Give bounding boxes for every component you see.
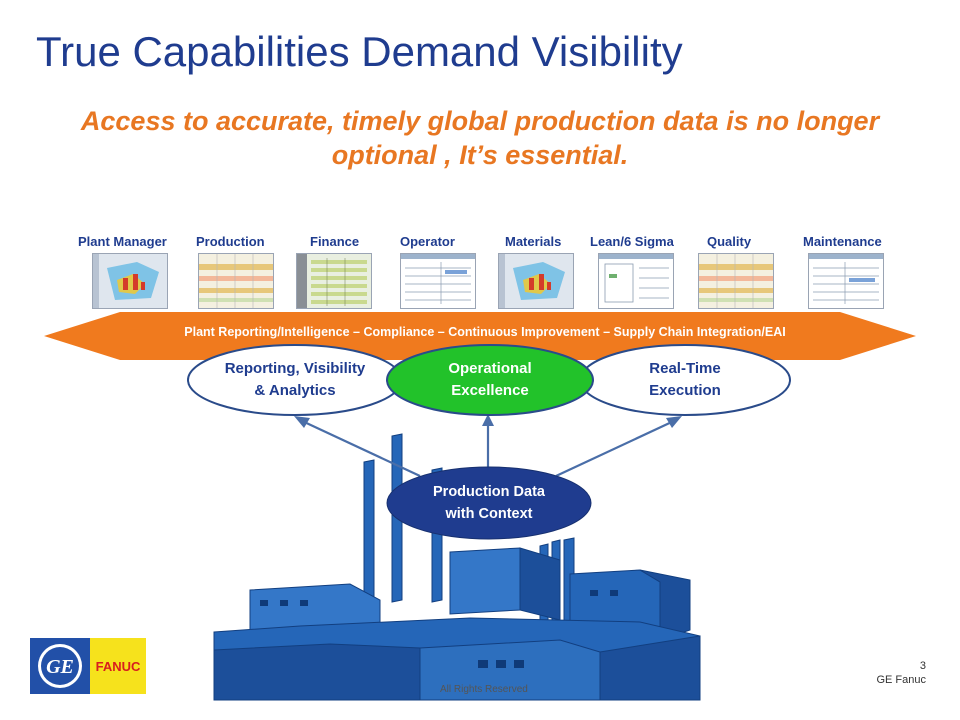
reporting-label-line-2: & Analytics [254,382,336,399]
production-grid-screenshot [198,253,274,309]
production-bubble-label: Production Data with Context [389,481,589,525]
ge-fanuc-logo: GE FANUC [30,638,146,694]
realtime-bubble-label: Real-Time Execution [582,358,788,402]
quality-grid-screenshot [698,253,774,309]
production-label-line-1: Production Data [433,484,545,500]
footer-rights: All Rights Reserved [440,684,528,695]
role-label-finance: Finance [310,234,360,249]
slide-subtitle: Access to accurate, timely global produc… [0,104,960,172]
role-label-lean-six-sigma: Lean/6 Sigma [590,234,674,249]
plant-manager-map-screenshot [92,253,168,309]
realtime-label-line-2: Execution [649,382,721,399]
production-bubble [386,466,592,540]
ge-fanuc-logo-graphic: GE FANUC [30,638,146,694]
slide-title: True Capabilities Demand Visibility [36,28,683,75]
operational-label-line-1: Operational [448,360,532,377]
role-label-maintenance: Maintenance [803,234,882,249]
svg-text:GE: GE [46,656,74,678]
role-label-quality: Quality [707,234,752,249]
role-label-operator: Operator [400,234,455,249]
banner-text: Plant Reporting/Intelligence – Complianc… [184,325,786,339]
company-name: GE Fanuc [876,674,926,686]
role-label-materials: Materials [505,234,562,249]
operational-label-line-2: Excellence [451,382,529,399]
reporting-label-line-1: Reporting, Visibility [224,360,366,377]
materials-map-screenshot [498,253,574,309]
realtime-label-line-1: Real-Time [649,360,721,377]
lean-six-sigma-form-screenshot [598,253,674,309]
production-label-line-2: with Context [445,506,533,522]
flow-arrows [294,414,682,477]
page-number: 3 [919,660,926,672]
finance-spreadsheet-screenshot [296,253,372,309]
role-label-production: Production [196,234,265,249]
page-number-block: 3 GE Fanuc [876,659,926,687]
maintenance-form-screenshot [808,253,884,309]
subtitle-line-2: optional , It’s essential. [331,140,629,170]
reporting-bubble-label: Reporting, Visibility & Analytics [190,358,400,402]
factory-illustration [213,433,701,701]
subtitle-line-1: Access to accurate, timely global produc… [80,106,880,136]
role-label-plant-manager: Plant Manager [78,234,167,249]
operational-bubble-label: Operational Excellence [390,358,590,402]
svg-text:FANUC: FANUC [96,659,141,674]
operational-bubble [386,344,594,416]
operator-form-screenshot [400,253,476,309]
